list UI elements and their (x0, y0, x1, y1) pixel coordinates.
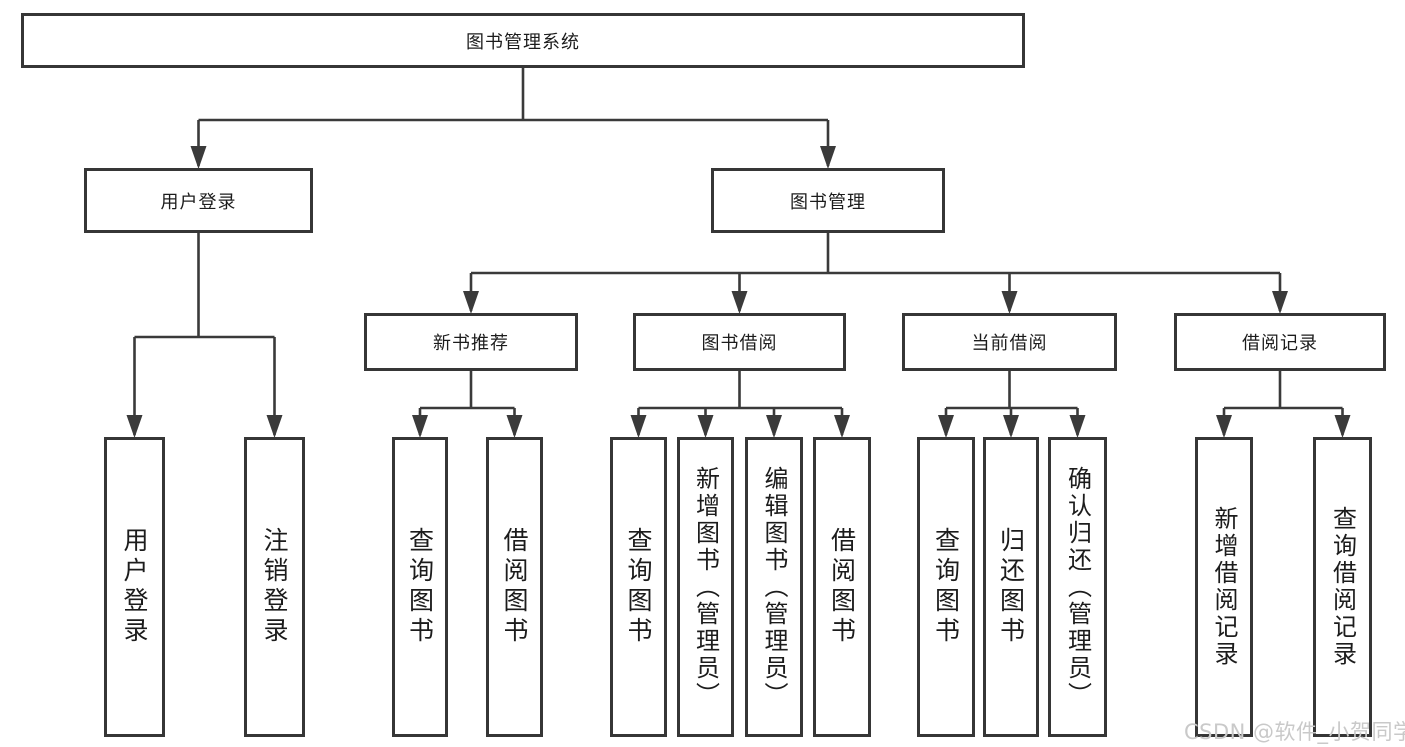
node-current-borrowing: 当前借阅 (902, 313, 1117, 371)
node-user-login: 用户登录 (84, 168, 313, 233)
node-book-borrowing: 图书借阅 (633, 313, 846, 371)
leaf-borrowing-borrow: 借阅图书 (813, 437, 871, 737)
leaf-logout: 注销登录 (244, 437, 305, 737)
leaf-newbooks-query: 查询图书 (392, 437, 448, 737)
csdn-watermark: CSDN @软件_小贺同学 (1184, 720, 1405, 744)
leaf-user-login: 用户登录 (104, 437, 165, 737)
leaf-borrowing-query: 查询图书 (610, 437, 667, 737)
node-borrow-records: 借阅记录 (1174, 313, 1386, 371)
leaf-records-add: 新增借阅记录 (1195, 437, 1253, 737)
node-root: 图书管理系统 (21, 13, 1025, 68)
leaf-newbooks-borrow: 借阅图书 (486, 437, 543, 737)
leaf-current-confirm: 确认归还（管理员） (1048, 437, 1107, 737)
leaf-borrowing-add: 新增图书（管理员） (677, 437, 734, 737)
leaf-borrowing-edit: 编辑图书（管理员） (745, 437, 803, 737)
node-new-books: 新书推荐 (364, 313, 578, 371)
node-book-mgmt: 图书管理 (711, 168, 945, 233)
leaf-current-query: 查询图书 (917, 437, 975, 737)
leaf-records-query: 查询借阅记录 (1313, 437, 1372, 737)
leaf-current-return: 归还图书 (983, 437, 1039, 737)
